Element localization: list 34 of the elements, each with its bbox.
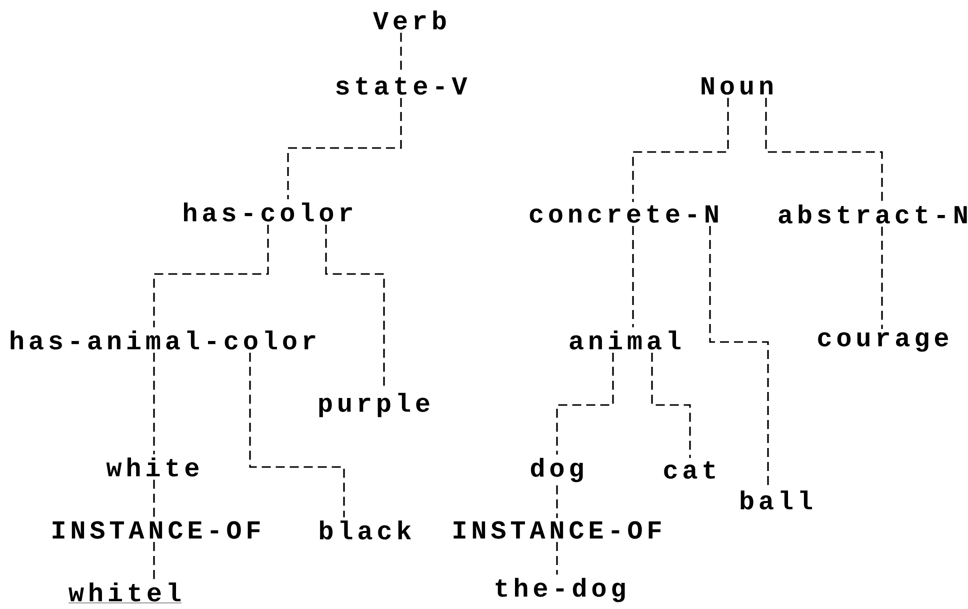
tree-label: ball bbox=[740, 490, 812, 510]
connector bbox=[249, 352, 345, 518]
connector bbox=[632, 226, 634, 328]
connector bbox=[153, 352, 155, 454]
tree-label: has-color bbox=[184, 202, 352, 222]
tree-label: animal bbox=[570, 330, 680, 350]
tree-label: purple bbox=[319, 392, 430, 418]
tree-label: dog bbox=[530, 458, 583, 482]
connector bbox=[651, 352, 691, 458]
tree-label: the-dog bbox=[496, 578, 625, 602]
connector bbox=[881, 226, 883, 330]
connector bbox=[153, 224, 269, 328]
connector bbox=[556, 485, 558, 518]
tree-label: black bbox=[320, 520, 412, 540]
tree-label: cat bbox=[664, 461, 715, 479]
tree-label: courage bbox=[818, 332, 948, 352]
connector bbox=[153, 542, 155, 580]
underlined-label: whitel bbox=[68, 582, 182, 604]
tree-label: has-animal-color bbox=[10, 330, 316, 350]
tree-label: white bbox=[106, 457, 198, 477]
connector bbox=[153, 480, 155, 518]
connector bbox=[556, 542, 558, 575]
connector bbox=[709, 226, 769, 488]
tree-label: abstract-N bbox=[778, 204, 967, 224]
connector bbox=[632, 98, 729, 202]
tree-label: Noun bbox=[702, 77, 772, 95]
connector bbox=[287, 98, 402, 200]
tree-label: INSTANCE-OF bbox=[454, 521, 661, 539]
connector bbox=[556, 352, 614, 455]
tree-label: Verb bbox=[372, 10, 446, 30]
connector bbox=[765, 98, 883, 202]
tree-label: concrete-N bbox=[530, 205, 718, 223]
tree-label: state-V bbox=[336, 77, 468, 95]
tree-label: INSTANCE-OF bbox=[52, 521, 260, 539]
